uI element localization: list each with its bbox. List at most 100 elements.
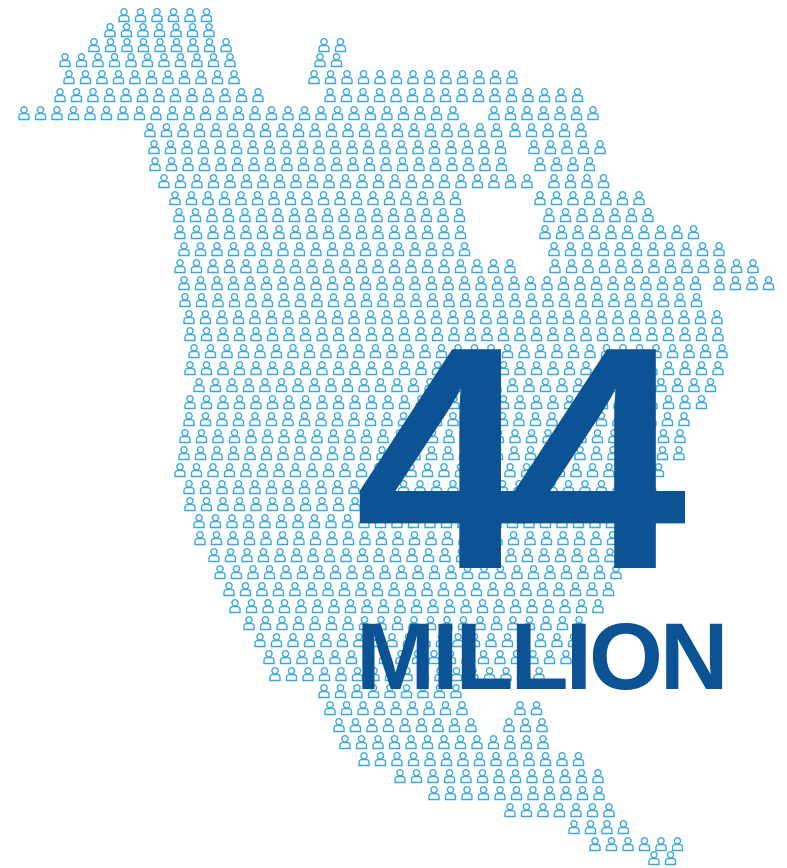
person-icon <box>260 241 273 257</box>
person-icon <box>605 837 618 852</box>
person-icon <box>478 139 490 155</box>
person-icon <box>318 38 330 53</box>
person-icon <box>617 820 630 835</box>
person-icon <box>174 463 186 478</box>
person-icon <box>289 582 301 597</box>
person-icon <box>396 156 409 172</box>
person-icon <box>537 735 549 750</box>
person-icon <box>197 139 210 155</box>
person-icon <box>325 378 337 393</box>
person-icon <box>339 735 351 750</box>
person-icon <box>87 87 99 103</box>
person-icon <box>407 69 419 85</box>
person-icon <box>537 803 549 818</box>
person-icon <box>265 310 278 325</box>
person-icon <box>292 514 304 529</box>
person-icon <box>424 122 437 138</box>
person-icon <box>583 156 596 172</box>
person-icon <box>296 565 309 580</box>
person-icon <box>273 463 285 478</box>
person-icon <box>289 463 302 478</box>
person-icon <box>439 87 452 103</box>
person-icon <box>226 378 238 393</box>
person-icon <box>444 786 457 801</box>
person-icon <box>194 276 207 291</box>
person-icon <box>209 514 222 529</box>
person-icon <box>561 139 573 155</box>
person-icon <box>174 53 187 68</box>
person-icon <box>311 293 323 308</box>
person-icon <box>565 259 578 274</box>
person-icon <box>539 224 551 240</box>
person-icon <box>314 53 326 68</box>
person-icon <box>177 122 189 138</box>
person-icon <box>687 224 700 240</box>
person-icon <box>200 395 213 410</box>
person-icon <box>160 122 173 138</box>
person-icon <box>454 259 467 274</box>
person-icon <box>257 548 270 563</box>
person-icon <box>145 69 158 85</box>
person-icon <box>654 224 667 240</box>
person-icon <box>298 480 311 495</box>
person-icon <box>555 87 567 103</box>
person-icon <box>371 207 383 223</box>
person-icon <box>633 190 645 206</box>
person-icon <box>188 344 200 359</box>
person-icon <box>164 139 177 155</box>
person-icon <box>224 53 236 68</box>
person-icon <box>75 53 88 68</box>
person-icon <box>322 463 335 478</box>
person-icon <box>207 259 219 274</box>
person-icon <box>216 480 228 495</box>
person-icon <box>216 105 228 121</box>
person-icon <box>504 105 517 121</box>
person-icon <box>129 69 141 85</box>
person-icon <box>542 122 554 138</box>
person-icon <box>278 599 291 614</box>
person-icon <box>249 480 261 495</box>
person-icon <box>388 224 401 240</box>
person-icon <box>88 38 100 53</box>
person-icon <box>63 69 75 85</box>
person-icon <box>404 207 416 223</box>
person-icon <box>18 105 30 121</box>
person-icon <box>137 38 150 53</box>
person-icon <box>358 122 371 138</box>
person-icon <box>424 752 436 767</box>
person-icon <box>729 276 742 291</box>
person-icon <box>294 293 307 308</box>
person-icon <box>296 139 309 155</box>
person-icon <box>153 23 166 38</box>
person-icon <box>487 259 500 274</box>
person-icon <box>339 173 352 189</box>
person-icon <box>409 241 421 257</box>
person-icon <box>265 105 278 121</box>
person-icon <box>190 259 203 274</box>
person-icon <box>153 87 165 103</box>
person-icon <box>221 344 233 359</box>
person-icon <box>269 667 281 682</box>
person-icon <box>203 38 216 53</box>
person-icon <box>343 241 355 257</box>
person-icon <box>329 650 341 665</box>
person-icon <box>243 616 255 631</box>
person-icon <box>342 122 354 138</box>
person-icon <box>276 531 289 546</box>
person-icon <box>460 769 472 784</box>
person-icon <box>178 241 190 257</box>
person-icon <box>609 207 621 223</box>
person-icon <box>503 718 515 733</box>
person-icon <box>376 241 388 257</box>
person-icon <box>534 156 546 172</box>
person-icon <box>194 446 207 461</box>
person-icon <box>232 310 245 325</box>
person-icon <box>227 531 239 546</box>
person-icon <box>714 259 726 274</box>
person-icon <box>273 224 285 240</box>
person-icon <box>183 310 195 325</box>
person-icon <box>309 122 321 138</box>
person-icon <box>472 87 485 103</box>
person-icon <box>389 173 401 189</box>
person-icon <box>259 378 271 393</box>
